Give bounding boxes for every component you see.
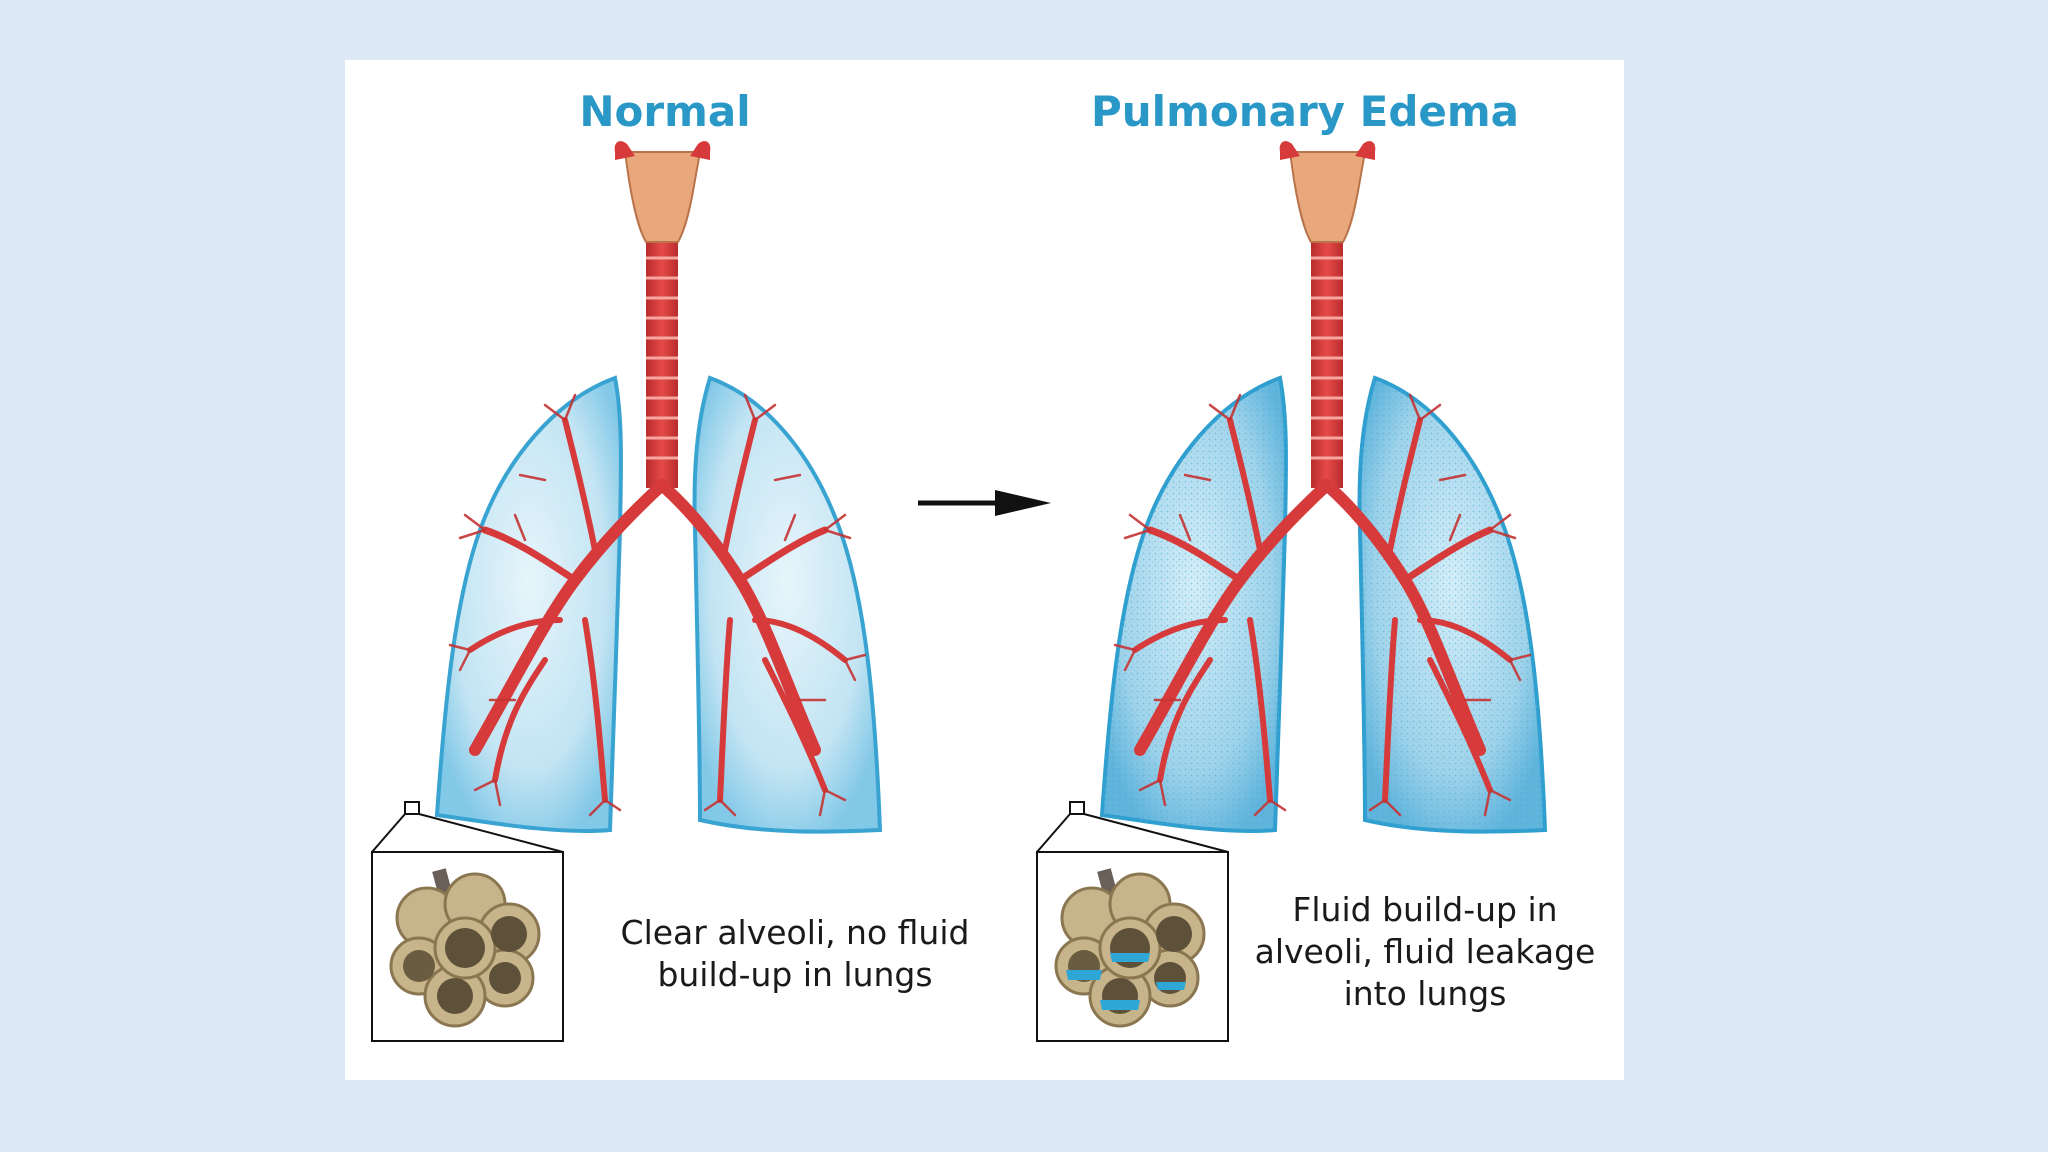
normal-larynx <box>623 151 702 243</box>
edema-caption-line: Fluid build-up in <box>1292 890 1558 929</box>
arrow-right-icon <box>918 490 1051 516</box>
normal-lungs <box>371 141 883 853</box>
alveoli-cluster-icon <box>1054 868 1206 1028</box>
edema-caption-line: alveoli, fluid leakage <box>1254 932 1596 971</box>
normal-title: Normal <box>579 87 751 136</box>
diagram-panel: Normal Pulmonary Edema Clear alveoli, no… <box>345 60 1624 1080</box>
edema-title: Pulmonary Edema <box>1091 87 1519 136</box>
normal-caption: Clear alveoli, no fluid build-up in lung… <box>575 912 1015 996</box>
normal-caption-line: build-up in lungs <box>657 955 933 994</box>
edema-larynx <box>1288 151 1367 243</box>
edema-caption-line: into lungs <box>1343 974 1507 1013</box>
edema-alveoli-inset <box>1036 851 1229 1042</box>
normal-alveoli-inset <box>371 851 564 1042</box>
normal-zoom-marker <box>404 801 420 815</box>
alveoli-cluster-icon <box>389 868 541 1028</box>
edema-caption: Fluid build-up in alveoli, fluid leakage… <box>1235 889 1615 1015</box>
normal-trachea <box>646 238 678 488</box>
diagram-artwork <box>371 141 1548 1042</box>
normal-left-lung <box>434 375 623 834</box>
normal-caption-line: Clear alveoli, no fluid <box>620 913 970 952</box>
normal-right-lung <box>692 375 883 834</box>
edema-trachea <box>1311 238 1343 488</box>
edema-zoom-marker <box>1069 801 1085 815</box>
edema-lungs <box>1036 141 1548 853</box>
